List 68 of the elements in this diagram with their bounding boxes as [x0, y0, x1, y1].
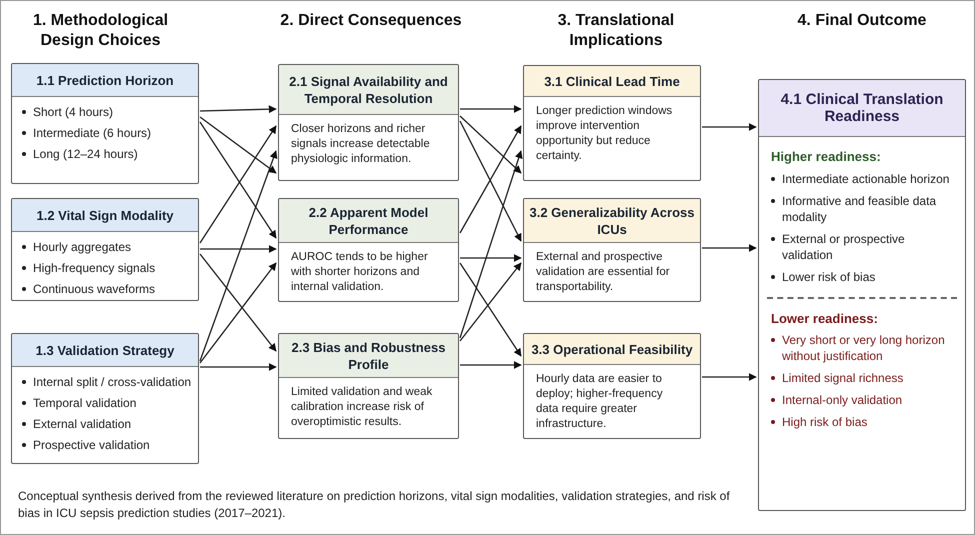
- bullet-item: Internal split / cross-validation: [33, 374, 192, 390]
- box-description: Longer prediction windows improve intervention opportunity but reduce certainty.: [535, 104, 674, 164]
- arrow: [460, 361, 522, 369]
- column-heading: 2. Direct Consequences: [280, 11, 462, 31]
- column-heading: 4. Final Outcome: [798, 11, 926, 31]
- column-heading: 3. Translational Implications: [556, 11, 676, 51]
- arrow: [459, 262, 522, 342]
- bullet-item: Short (4 hours): [33, 104, 114, 120]
- bullet-item: Continuous waveforms: [33, 281, 156, 297]
- bullet-item: Informative and feasible data modality: [782, 192, 938, 224]
- arrow: [702, 373, 757, 381]
- process-box: [523, 198, 701, 302]
- process-box: [11, 63, 199, 184]
- process-box: [523, 65, 701, 181]
- arrow: [200, 116, 277, 174]
- arrow: [200, 105, 277, 114]
- arrow: [459, 262, 522, 357]
- arrow: [199, 150, 278, 362]
- bullet-item: Intermediate (6 hours): [33, 125, 152, 141]
- process-box: [758, 79, 966, 511]
- box-heading: 2.3 Bias and Robustness Profile: [290, 338, 446, 372]
- process-box: [523, 333, 701, 439]
- box-description: Hourly data are easier to deploy; higher-frequency data require greater infrastructure.: [535, 372, 664, 432]
- bullet-item: Lower risk of bias: [782, 268, 876, 284]
- box-heading: 3.2 Generalizability Across ICUs: [528, 204, 696, 238]
- box-heading: 3.3 Operational Feasibility: [531, 340, 693, 358]
- bullet-item: External or prospective validation: [782, 230, 906, 262]
- box-description: Limited validation and weak calibration increase risk of overoptimistic results.: [290, 385, 434, 430]
- arrow: [702, 123, 757, 131]
- box-heading: 2.1 Signal Availability and Temporal Resolution: [288, 72, 449, 106]
- arrow: [200, 363, 277, 371]
- process-box: [278, 64, 459, 181]
- column-heading: 1. Methodological Design Choices: [32, 11, 170, 51]
- arrow: [460, 105, 522, 113]
- box-heading: 1.3 Validation Strategy: [36, 342, 174, 358]
- arrow: [460, 116, 522, 174]
- arrow: [200, 245, 277, 253]
- box-description: AUROC tends to be higher with shorter horizons and internal validation.: [290, 250, 429, 295]
- section-heading: Higher readiness:: [771, 148, 882, 166]
- section-heading: Lower readiness:: [771, 310, 879, 328]
- box-heading: 2.2 Apparent Model Performance: [308, 204, 430, 238]
- arrow: [199, 254, 277, 352]
- process-box: [278, 333, 459, 439]
- box-heading: 4.1 Clinical Translation Readiness: [780, 91, 944, 125]
- box-heading: 1.1 Prediction Horizon: [36, 72, 174, 88]
- bullet-item: Internal-only validation: [782, 392, 902, 408]
- arrow: [459, 150, 523, 338]
- bullet-item: Temporal validation: [33, 395, 136, 411]
- arrow: [199, 262, 277, 364]
- bullet-item: Limited signal richness: [782, 370, 904, 386]
- box-description: External and prospective validation are essential for transportability.: [535, 250, 671, 295]
- bullet-item: High risk of bias: [782, 414, 868, 430]
- bullet-item: Long (12–24 hours): [33, 146, 138, 162]
- caption: Conceptual synthesis derived from the reviewed literature on prediction horizons, vital sign modalities, validation strategies, and risk of bias in ICU sepsis prediction studies (2017–2021).: [18, 488, 731, 522]
- process-box: [278, 198, 459, 302]
- bullet-item: External validation: [33, 416, 132, 432]
- bullet-item: Very short or very long horizon without justification: [782, 332, 946, 364]
- bullet-item: Prospective validation: [33, 437, 150, 453]
- arrow: [460, 254, 522, 262]
- bullet-item: Intermediate actionable horizon: [782, 170, 950, 186]
- bullet-item: Hourly aggregates: [33, 239, 132, 255]
- bullet-item: High-frequency signals: [33, 260, 156, 276]
- box-heading: 3.1 Clinical Lead Time: [544, 72, 680, 90]
- process-box: [11, 333, 199, 464]
- process-box: [11, 198, 199, 301]
- box-description: Closer horizons and richer signals increase detectable physiologic information.: [290, 122, 431, 167]
- box-heading: 1.2 Vital Sign Modality: [36, 206, 174, 224]
- arrow: [702, 244, 757, 252]
